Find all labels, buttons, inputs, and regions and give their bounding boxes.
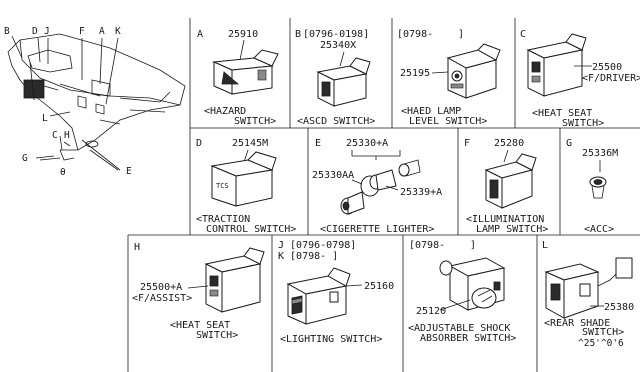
panel-letter: B — [295, 29, 301, 40]
panel-shock-absorber-switch: [0798- ] 25120 <ADJUSTABLE SHOCK ABSORBE… — [408, 240, 516, 344]
panel-letter: H — [134, 242, 140, 253]
date-end: ] — [458, 29, 464, 40]
part-number: 25380 — [604, 302, 634, 313]
panel-f-illumination-switch: F 25280 <ILLUMINATION LAMP SWITCH> — [464, 138, 548, 235]
dashboard-overview: B D J F A K L C H G θ E — [4, 26, 186, 178]
part-number-knob: 25330AA — [312, 170, 354, 181]
panel-letter: G — [566, 138, 572, 149]
illumination-switch-part — [484, 153, 537, 209]
hazard-switch-part — [212, 49, 279, 95]
caption-line1: <HAZARD — [204, 106, 246, 117]
diagram-reference-code: ^25'^0'6 — [578, 338, 624, 349]
part-number: 25280 — [494, 138, 524, 149]
ascd-switch-part — [316, 57, 371, 107]
part-number: 25145M — [232, 138, 268, 149]
caption-line1: <CIGERETTE LIGHTER> — [320, 224, 434, 235]
panel-l-rear-shade-switch: L 25380 <REAR SHADE SWITCH> ^25'^0'6 — [542, 240, 634, 349]
date-range: [0796-0198] — [303, 29, 369, 40]
caption-line1: <TRACTION — [196, 214, 250, 225]
caption-line1: <REAR SHADE — [544, 318, 610, 329]
panel-letter: C — [520, 29, 526, 40]
caption-line1: <HEAT SEAT — [532, 108, 592, 119]
caption-line1: <HAED LAMP — [401, 106, 461, 117]
acc-socket-part — [589, 176, 607, 199]
panel-letter: E — [315, 138, 321, 149]
callout-h: H — [64, 130, 70, 141]
callout-d: D — [32, 26, 38, 37]
panel-letter: A — [197, 29, 203, 40]
date-range-j: J [0796-0798] — [278, 240, 356, 251]
caption-line1: <LIGHTING SWITCH> — [280, 334, 382, 345]
caption-line2: SWITCH> — [196, 330, 238, 341]
panel-jk-lighting-switch: J [0796-0798] K [0798- ] 25160 <LIGHTING… — [278, 240, 394, 345]
part-variant: <F/ASSIST> — [132, 293, 192, 304]
part-number: 25500+A — [140, 282, 182, 293]
part-number: 25910 — [228, 29, 258, 40]
headlamp-switch-part — [446, 43, 501, 99]
part-number: 25336M — [582, 148, 618, 159]
callout-theta: θ — [60, 167, 66, 178]
panel-g-acc: G 25336M <ACC> — [566, 138, 618, 235]
panel-grid — [127, 18, 640, 372]
part-number-assembly: 25330+A — [346, 138, 388, 149]
caption-line2: CONTROL SWITCH> — [206, 224, 296, 235]
caption-line1: <ADJUSTABLE SHOCK — [408, 323, 510, 334]
panel-h-heat-seat-assist: H 25500+A <F/ASSIST> <HEAT SEAT SWITCH> — [132, 242, 265, 341]
lighter-socket-part — [360, 169, 397, 197]
callout-e: E — [126, 166, 132, 177]
rear-shade-switch-part — [544, 257, 633, 319]
caption-line1: <ASCD SWITCH> — [297, 116, 375, 127]
caption-line1: <ACC> — [584, 224, 614, 235]
panel-a-hazard-switch: A 25910 <HAZARD SWITCH> — [197, 29, 279, 127]
date-end: ] — [470, 240, 476, 251]
caption-line2: ABSORBER SWITCH> — [420, 333, 516, 344]
panel-letter: F — [464, 138, 470, 149]
caption-line1: <HEAT SEAT — [170, 320, 230, 331]
caption-line2: LEVEL SWITCH> — [409, 116, 487, 127]
panel-d-traction-control: D 25145M TCS <TRACTION CONTROL SWITCH> — [196, 138, 296, 235]
part-number: 25120 — [416, 306, 446, 317]
heat-seat-assist-part — [204, 247, 265, 313]
caption-line2: SWITCH> — [562, 118, 604, 129]
lighter-knob-part — [340, 191, 365, 215]
callout-c: C — [52, 130, 58, 141]
date-range: [0798- — [397, 29, 433, 40]
tcs-switch-part: TCS — [210, 151, 277, 207]
part-number: 25195 — [400, 68, 430, 79]
part-variant: <F/DRIVER> — [582, 73, 640, 84]
part-number: 25500 — [592, 62, 622, 73]
heat-seat-driver-part — [526, 33, 587, 97]
caption-line2: SWITCH> — [582, 327, 624, 338]
date-range-k: K [0798- ] — [278, 251, 338, 262]
caption-line2: SWITCH> — [234, 116, 276, 127]
date-range: [0798- — [409, 240, 445, 251]
panel-headlamp-level-switch: [0798- ] 25195 <HAED LAMP LEVEL SWITCH> — [397, 29, 501, 127]
lighting-switch-part — [286, 267, 351, 325]
callout-j: J — [44, 26, 50, 37]
panel-c-heat-seat-driver: C 25500 <F/DRIVER> <HEAT SEAT SWITCH> — [520, 29, 640, 129]
panel-letter: D — [196, 138, 202, 149]
part-number: 25160 — [364, 281, 394, 292]
callout-a: A — [99, 26, 105, 37]
part-number: 25340X — [320, 40, 356, 51]
part-number-socket: 25339+A — [400, 187, 442, 198]
callout-b: B — [4, 26, 10, 37]
tcs-button-text: TCS — [216, 182, 229, 190]
caption-line1: <ILLUMINATION — [466, 214, 544, 225]
panel-b-ascd-switch: B [0796-0198] 25340X <ASCD SWITCH> — [295, 29, 375, 127]
panel-e-cigarette-lighter: E 25330+A 25330AA 25339+A <CIGERETTE LIG… — [312, 138, 442, 235]
callout-g: G — [22, 153, 28, 164]
callout-f: F — [79, 26, 85, 37]
lighter-element-part — [398, 159, 421, 177]
caption-line2: LAMP SWITCH> — [476, 224, 548, 235]
shock-absorber-switch-part — [439, 257, 506, 311]
callout-l: L — [42, 113, 48, 124]
panel-letter: L — [542, 240, 548, 251]
callout-k: K — [115, 26, 121, 37]
